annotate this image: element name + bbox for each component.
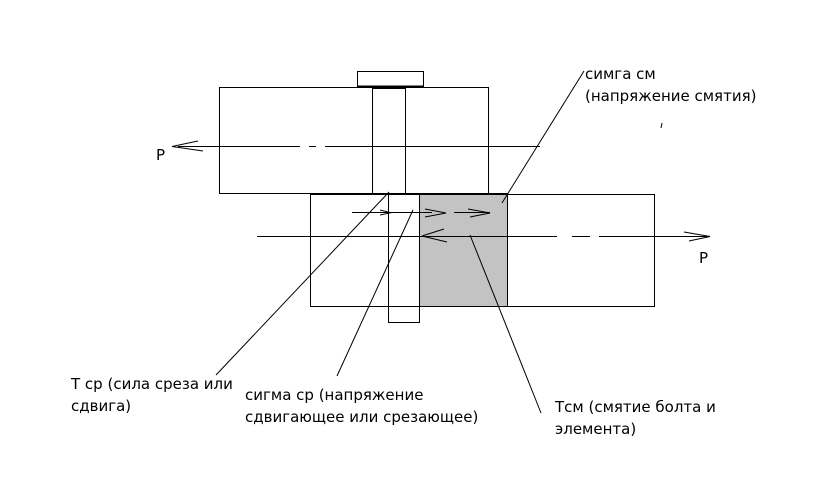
annotation-line: элемента) [555,420,637,438]
shear-arrows [352,208,491,218]
leader-t-sm [469,234,542,414]
bolt-shank-lower [388,194,420,323]
leader-sigma-sr [336,209,414,377]
upper-plate [219,87,489,194]
bearing-arrow-icon [421,228,448,243]
annotation-line: (напряжение смятия) [585,87,757,105]
force-label-right: P [699,249,708,267]
bolt-shank-upper [372,88,406,194]
annotation-t-sm: Тсм (смятие болта и элемента) [555,396,716,440]
arrow-left-icon [171,140,204,152]
force-label-left: P [156,146,165,164]
annotation-line: сигма ср (напряжение [245,386,424,404]
stray-tick [660,122,663,129]
annotation-sigma-sm: симга см (напряжение смятия) [585,63,756,107]
annotation-line: симга см [585,65,656,83]
annotation-line: сдвига) [71,397,132,415]
bolt-head [357,71,424,87]
arrow-right-icon [683,231,711,242]
leader-t-sr [215,191,390,376]
leader-sigma-sm [501,70,585,204]
annotation-line: Т ср (сила среза или [71,375,233,393]
annotation-t-sr: Т ср (сила среза или сдвига) [71,373,233,417]
bearing-zone [419,194,507,307]
annotation-line: сдвигающее или срезающее) [245,408,479,426]
annotation-line: Тсм (смятие болта и [555,398,716,416]
annotation-sigma-sr: сигма ср (напряжение сдвигающее или срез… [245,384,478,428]
